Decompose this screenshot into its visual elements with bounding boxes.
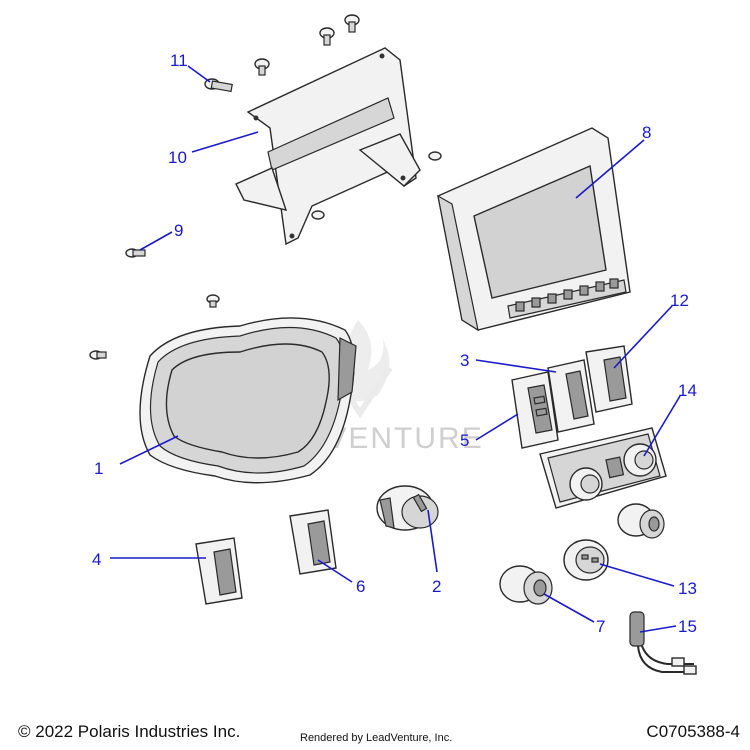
leader-9	[139, 231, 173, 251]
usb-charger	[563, 539, 609, 581]
screw-bracket-2	[428, 151, 442, 161]
callout-10: 10	[168, 148, 187, 167]
screw-mid-2	[89, 350, 107, 360]
leader-7	[543, 593, 595, 623]
diagram-code: C0705388-4	[646, 722, 740, 741]
leader-10	[191, 131, 259, 153]
callout-8: 8	[642, 123, 651, 142]
copyright-text: © 2022 Polaris Industries Inc.	[18, 722, 241, 741]
leader-5	[475, 413, 519, 441]
wiring-harness	[629, 611, 697, 675]
screw-mid-1	[206, 294, 220, 308]
callout-9: 9	[174, 221, 183, 240]
leader-8	[575, 139, 645, 199]
leader-15	[639, 625, 677, 633]
callout-14: 14	[678, 381, 697, 400]
ignition-switch	[376, 485, 439, 531]
power-outlet-2	[617, 503, 665, 539]
display-unit	[437, 127, 631, 332]
leader-12	[613, 305, 673, 369]
screw-top-2	[319, 27, 335, 46]
instrument-cluster	[139, 317, 357, 484]
leader-11	[187, 65, 211, 83]
leader-1	[119, 435, 179, 465]
callout-7: 7	[596, 617, 605, 636]
mounting-bracket	[235, 47, 421, 246]
callout-2: 2	[432, 577, 441, 596]
rocker-switch-12	[585, 345, 633, 413]
leader-13	[599, 563, 675, 587]
leader-2	[427, 509, 438, 573]
power-outlet	[499, 565, 553, 605]
rendered-by-text: Rendered by LeadVenture, Inc.	[300, 732, 453, 744]
screw-bracket-1	[311, 210, 325, 220]
rocker-switch-3b	[511, 371, 559, 449]
leader-3	[475, 359, 557, 373]
screw-top-1	[344, 14, 360, 33]
callout-1: 1	[94, 459, 103, 478]
callout-6: 6	[356, 577, 365, 596]
screw-9	[125, 248, 146, 258]
hvac-control-panel	[539, 427, 667, 509]
screw-top-3	[254, 58, 270, 76]
callout-12: 12	[670, 291, 689, 310]
rocker-switch-4	[195, 537, 243, 605]
leader-14	[643, 395, 681, 457]
callout-11: 11	[170, 51, 188, 70]
callout-3: 3	[460, 351, 469, 370]
callout-4: 4	[92, 550, 101, 569]
callout-13: 13	[678, 579, 697, 598]
rocker-switch-3a	[547, 359, 595, 433]
rocker-switch-6	[289, 509, 337, 575]
leader-6	[317, 559, 353, 583]
display-buttons	[515, 278, 619, 312]
callout-5: 5	[460, 431, 469, 450]
callout-15: 15	[678, 617, 697, 636]
